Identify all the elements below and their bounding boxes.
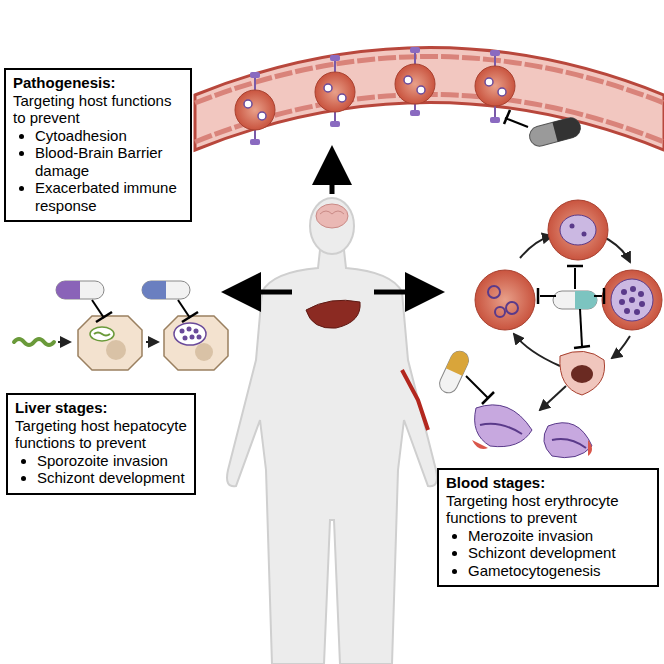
bullet-item: Blood-Brain Barrier damage <box>35 144 183 179</box>
blood-stages-box: Blood stages:Targeting host erythrocyte … <box>437 468 659 587</box>
bullet-item: Exacerbated immune response <box>35 179 183 214</box>
bullet-item: Cytoadhesion <box>35 127 183 145</box>
body-text: Targeting host hepatocyte functions to p… <box>15 417 187 452</box>
blood-stage-illustration <box>437 200 662 458</box>
head-text: Blood stages: <box>446 474 650 492</box>
bullet-item: Sporozoite invasion <box>37 452 187 470</box>
liver-stage-illustration <box>14 281 228 370</box>
body-text: Targeting host functions to prevent <box>13 92 183 127</box>
liver-stages-box: Liver stages:Targeting host hepatocyte f… <box>6 393 196 495</box>
body-text: Targeting host erythrocyte functions to … <box>446 492 650 527</box>
stage-arrows <box>236 160 430 292</box>
pathogenesis-box: Pathogenesis:Targeting host functions to… <box>4 68 192 222</box>
bullet-list: CytoadhesionBlood-Brain Barrier damageEx… <box>13 127 183 215</box>
human-body <box>227 198 437 664</box>
blood-vessel <box>195 47 664 150</box>
bullet-list: Sporozoite invasionSchizont development <box>15 452 187 487</box>
head-text: Pathogenesis: <box>13 74 183 92</box>
bullet-item: Schizont development <box>37 469 187 487</box>
bullet-item: Gametocytogenesis <box>468 562 650 580</box>
head-text: Liver stages: <box>15 399 187 417</box>
bullet-item: Schizont development <box>468 544 650 562</box>
bullet-item: Merozoite invasion <box>468 527 650 545</box>
bullet-list: Merozoite invasionSchizont developmentGa… <box>446 527 650 580</box>
